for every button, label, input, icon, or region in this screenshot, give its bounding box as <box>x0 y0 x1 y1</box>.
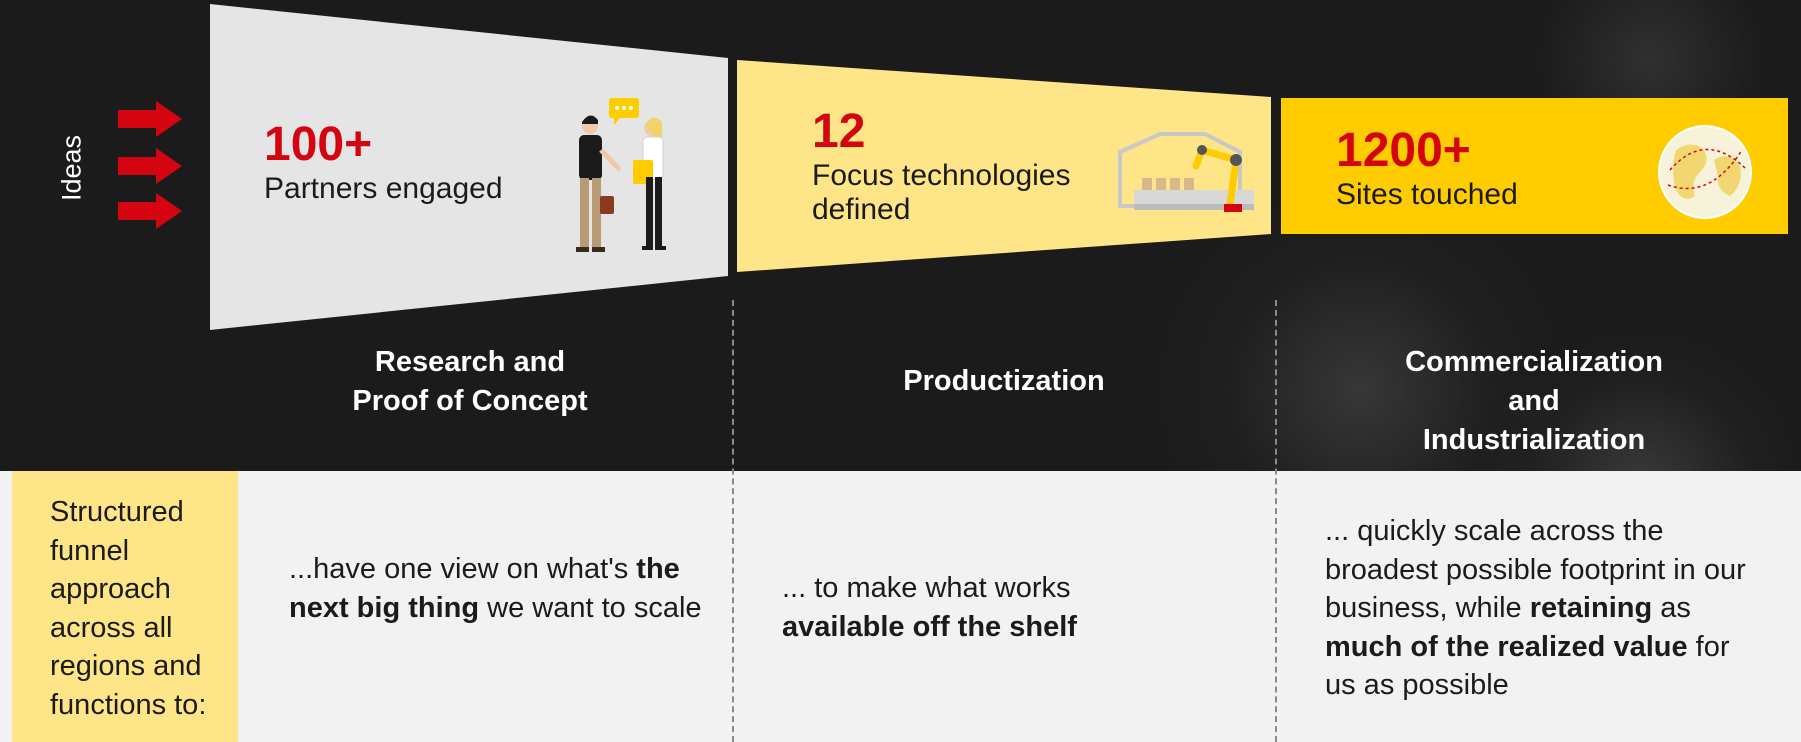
stat-partners: 100+ Partners engaged <box>264 118 503 206</box>
arrow-right-icon <box>118 148 182 184</box>
stat-sites: 1200+ Sites touched <box>1336 124 1518 212</box>
approach-text: Structured funnel approach across all re… <box>50 496 207 721</box>
stat-value: 12 <box>812 105 866 158</box>
stat-value: 1200+ <box>1336 124 1471 177</box>
stat-label: Sites touched <box>1336 178 1518 211</box>
ideas-label: Ideas <box>56 134 87 202</box>
stage-title-productization: Productization <box>903 362 1104 401</box>
stage-title-research: Research and Proof of Concept <box>352 343 587 421</box>
stage-title-line: Productization <box>903 365 1105 397</box>
stat-label: Partners engaged <box>264 172 503 205</box>
approach-box <box>12 471 238 742</box>
stage-divider <box>1275 300 1277 742</box>
stage-title-commercialization: Commercialization and Industrialization <box>1401 343 1668 460</box>
bottom-description-band <box>0 471 1801 742</box>
stage-title-line: and Industrialization <box>1422 385 1646 456</box>
arrow-right-icon <box>118 101 182 137</box>
funnel-stage-2-shape <box>737 60 1271 272</box>
robot-arm-warehouse-illustration <box>1118 132 1254 212</box>
stage-description-commercialization: ... quickly scale across the broadest po… <box>1325 515 1746 701</box>
globe-illustration <box>1658 125 1752 219</box>
people-discussion-illustration <box>576 98 666 252</box>
stage-title-line: Proof of Concept <box>352 385 588 417</box>
stage-title-line: Commercialization <box>1405 346 1663 378</box>
stat-value: 100+ <box>264 118 373 171</box>
stat-label: Focus technologies defined <box>812 159 1071 226</box>
stage-description-productization: ... to make what works available off the… <box>782 572 1077 643</box>
arrow-right-icon <box>118 193 182 229</box>
stage-divider <box>732 300 734 742</box>
stage-description-research: ...have one view on what's the next big … <box>289 553 702 624</box>
stat-technologies: 12 Focus technologies defined <box>812 105 1102 227</box>
stage-title-line: Research and <box>374 346 566 378</box>
